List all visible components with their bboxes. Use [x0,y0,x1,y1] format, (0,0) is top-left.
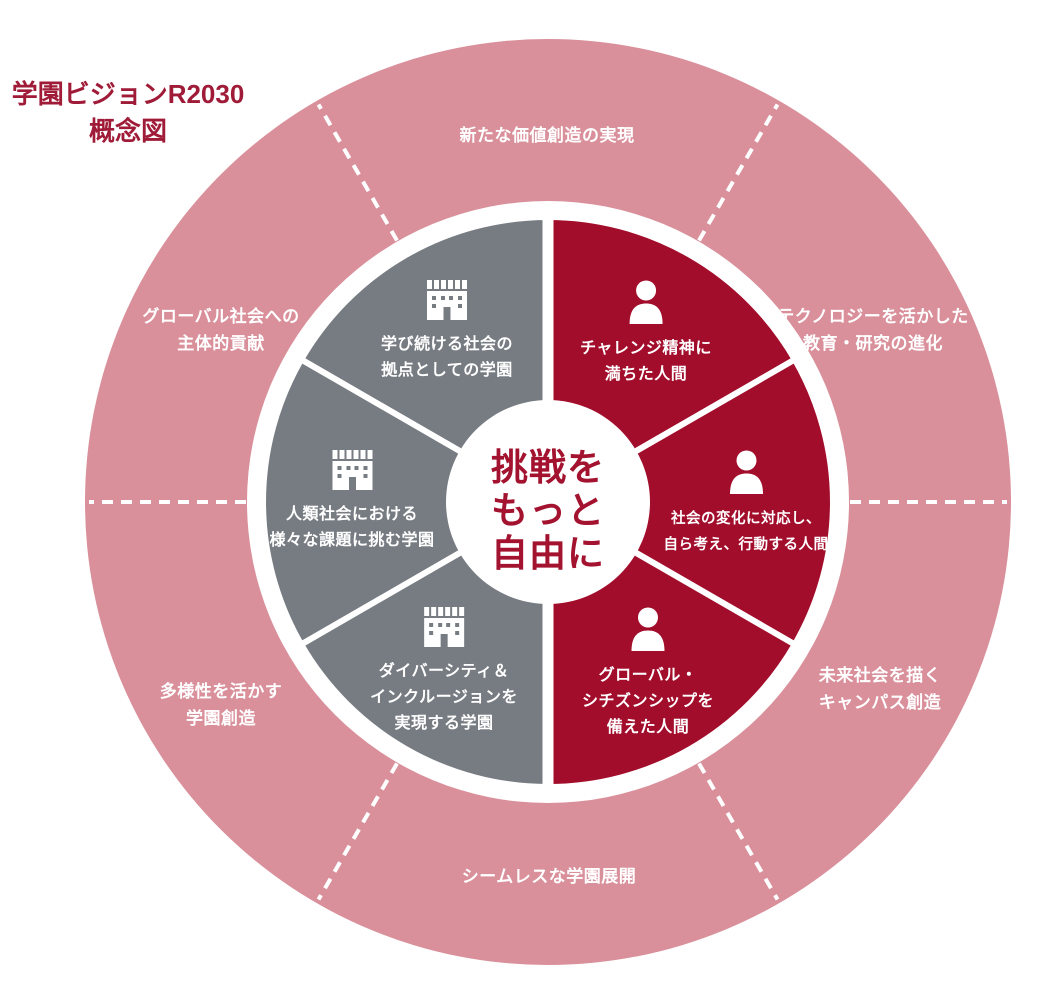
segment-gray-bottom-text: ダイバーシティ＆ インクルージョンを 実現する学園 [370,659,518,737]
person-icon [628,607,668,651]
page-title: 学園ビジョンR2030 概念図 [8,76,248,150]
segment-red-bottom-line3: 備えた人間 [606,719,690,736]
dashed-divider-lower-right [697,762,780,901]
outer-label-bottom-line1: シームレスな学園展開 [461,867,637,886]
segment-gray-top-line2: 拠点としての学園 [381,362,513,379]
segment-gray-top: 学び続ける社会の 拠点としての学園 [381,280,513,384]
outer-label-lower-left-line1: 多様性を活かす [159,682,283,701]
center-slogan-line2: もっと [491,490,605,531]
center-slogan-line3: 自由に [491,533,605,574]
wedge-red-middle [542,355,836,649]
segment-gray-middle-line1: 人類社会における [285,506,419,523]
building-icon [329,450,375,490]
segment-red-middle-line1: 社会の変化に対応し、 [671,511,821,527]
segment-red-middle-text: 社会の変化に対応し、 自ら考え、行動する人間 [664,506,829,558]
segment-gray-top-line1: 学び続ける社会の [380,336,514,353]
segment-gray-bottom-line3: 実現する学園 [394,715,494,732]
outer-label-upper-right-line2: 教育・研究の進化 [802,334,943,353]
outer-label-top-line1: 新たな価値創造の実現 [459,126,635,145]
person-icon [726,450,766,494]
outer-label-upper-left: グローバル社会への 主体的貢献 [142,303,299,357]
segment-gray-middle-text: 人類社会における 様々な課題に挑む学園 [269,502,434,554]
segment-gray-top-text: 学び続ける社会の 拠点としての学園 [381,332,513,384]
segment-gray-bottom-line2: インクルージョンを [370,689,518,706]
segment-red-bottom-line1: グローバル・ [598,667,698,684]
wedge-gray-middle [260,355,554,649]
outer-label-upper-left-line1: グローバル社会への [142,307,300,326]
segment-red-middle: 社会の変化に対応し、 自ら考え、行動する人間 [664,450,829,558]
segment-red-bottom: グローバル・ シチズンシップを 備えた人間 [582,607,714,741]
outer-label-top: 新たな価値創造の実現 [460,122,635,149]
person-icon [626,280,666,324]
segment-gray-bottom-line1: ダイバーシティ＆ [378,663,510,680]
center-circle [446,400,650,604]
outer-label-lower-right-line1: 未来社会を描く [818,666,942,685]
segment-gray-middle: 人類社会における 様々な課題に挑む学園 [269,450,434,554]
segment-red-top-line1: チャレンジ精神に [580,340,712,357]
center-slogan: 挑戦を もっと 自由に [491,446,605,575]
dashed-divider-upper-left [316,103,399,242]
center-slogan-line1: 挑戦を [491,447,605,488]
segment-red-top-line2: 満ちた人間 [604,366,688,383]
segment-gray-bottom: ダイバーシティ＆ インクルージョンを 実現する学園 [370,607,518,737]
outer-label-lower-left-line2: 学園創造 [186,709,256,728]
outer-label-bottom: シームレスな学園展開 [462,863,637,890]
page-title-line2: 概念図 [88,116,167,146]
segment-gray-middle-line2: 様々な課題に挑む学園 [269,532,435,549]
dashed-divider-lower-left [316,762,399,901]
segment-red-top-text: チャレンジ精神に 満ちた人間 [580,336,712,388]
outer-label-lower-right-line2: キャンパス創造 [818,693,942,712]
dashed-divider-upper-right [697,103,780,242]
outer-label-lower-right: 未来社会を描く キャンパス創造 [819,662,942,716]
segment-red-top: チャレンジ精神に 満ちた人間 [580,280,712,388]
segment-red-bottom-text: グローバル・ シチズンシップを 備えた人間 [582,663,714,741]
segment-red-bottom-line2: シチズンシップを [581,693,715,710]
page-title-line1: 学園ビジョンR2030 [11,79,245,109]
outer-label-lower-left: 多様性を活かす 学園創造 [160,678,283,732]
building-icon [421,607,467,647]
outer-label-upper-right: テクノロジーを活かした 教育・研究の進化 [777,303,968,357]
outer-label-upper-left-line2: 主体的貢献 [177,334,265,353]
building-icon [424,280,470,320]
outer-label-upper-right-line1: テクノロジーを活かした [777,307,969,326]
segment-red-middle-line2: 自ら考え、行動する人間 [663,537,829,553]
